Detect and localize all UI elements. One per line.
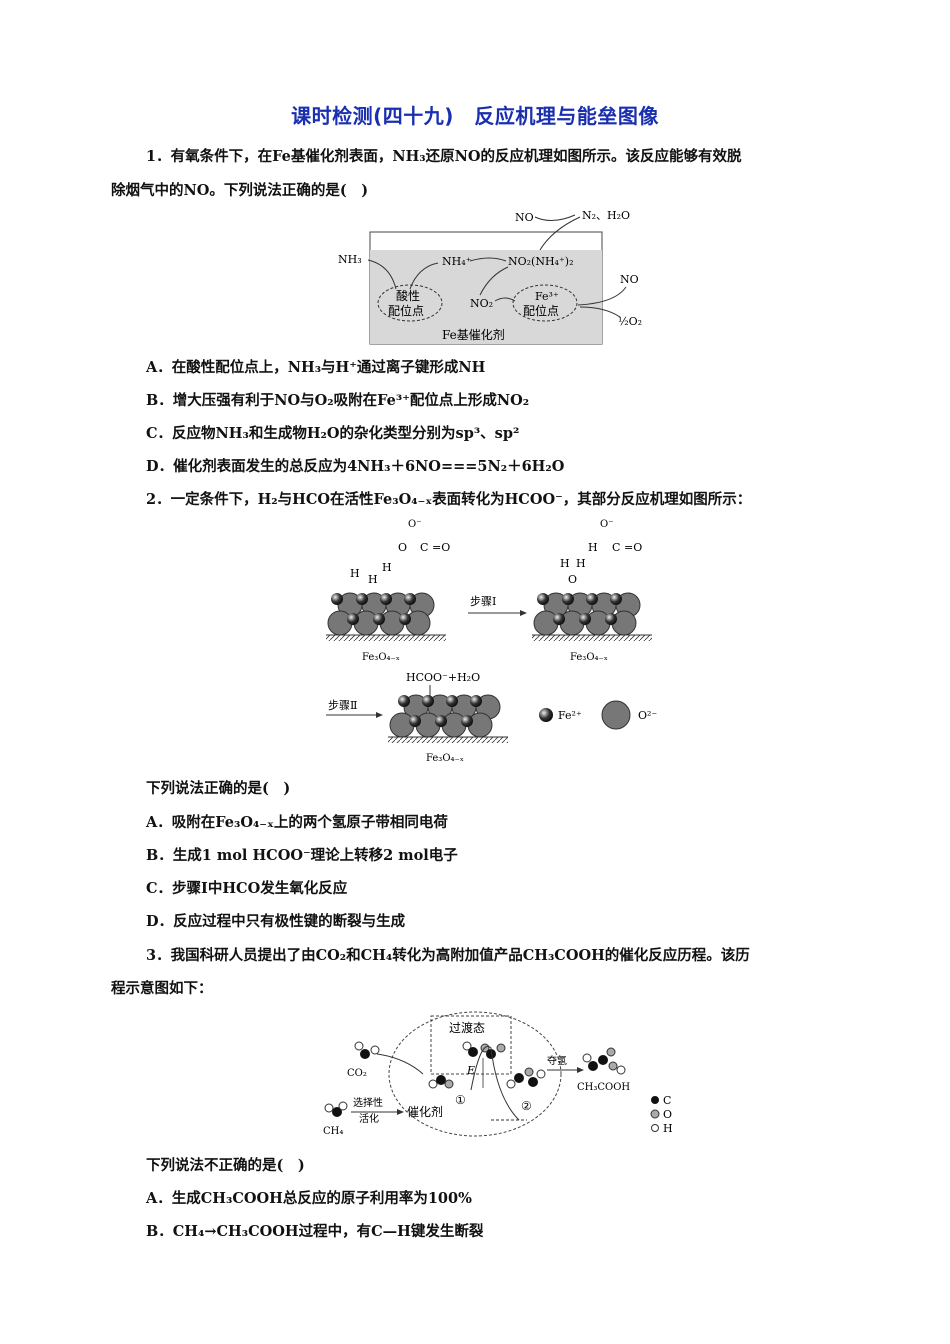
q3-select-2: 活化 bbox=[359, 1112, 379, 1125]
q3-energy-e: E bbox=[466, 1064, 475, 1077]
q3-select-1: 选择性 bbox=[353, 1096, 383, 1109]
q2-h-2a: H bbox=[560, 557, 570, 570]
q2-eqo-1: =O bbox=[432, 541, 450, 554]
q2-option-b: B．生成1 mol HCOO⁻理论上转移2 mol电子 bbox=[146, 847, 458, 864]
q3-stem-line2: 程示意图如下： bbox=[111, 980, 213, 997]
q2-c-1: C bbox=[420, 541, 428, 554]
q1-acid-site-1: 酸性 bbox=[396, 288, 420, 303]
q3-capture: 夺氢 bbox=[547, 1054, 567, 1067]
q3-ch4: CH₄ bbox=[323, 1126, 343, 1137]
q2-eqo-2: =O bbox=[624, 541, 642, 554]
q1-fe-site-2: 配位点 bbox=[523, 303, 559, 318]
q2-surface-2: Fe₃O₄₋ₓ bbox=[570, 652, 608, 663]
q2-o-2: O bbox=[568, 573, 577, 586]
q1-acid-site-2: 配位点 bbox=[388, 303, 424, 318]
q2-option-d: D．反应过程中只有极性键的断裂与生成 bbox=[146, 913, 406, 930]
q2-product: HCOO⁻+H₂O bbox=[406, 671, 480, 684]
q3-catalyst: 催化剂 bbox=[407, 1104, 443, 1119]
q3-product: CH₃COOH bbox=[577, 1082, 630, 1093]
q3-stem-line1: 3．我国科研人员提出了由CO₂和CH₄转化为高附加值产品CH₃COOH的催化反应… bbox=[146, 947, 750, 964]
q2-option-c: C．步骤Ⅰ中HCO发生氧化反应 bbox=[146, 880, 348, 897]
page-title: 课时检测(四十九) 反应机理与能垒图像 bbox=[291, 104, 659, 128]
q2-legend-o: O²⁻ bbox=[638, 709, 657, 722]
q1-nh4: NH₄⁺ bbox=[442, 255, 472, 268]
q2-option-a: A．吸附在Fe₃O₄₋ₓ上的两个氢原子带相同电荷 bbox=[146, 814, 448, 831]
q2-step2-label: 步骤Ⅱ bbox=[328, 699, 357, 712]
q1-option-c: C．反应物NH₃和生成物H₂O的杂化类型分别为sp³、sp² bbox=[146, 425, 520, 442]
q1-no2-nh4: NO₂(NH₄⁺)₂ bbox=[508, 255, 573, 268]
q3-legend-h-marker bbox=[651, 1124, 659, 1132]
q3-transition: 过渡态 bbox=[449, 1020, 485, 1035]
q2-h-1c: H bbox=[368, 573, 378, 586]
q3-step2: ② bbox=[521, 1099, 532, 1113]
q3-option-a: A．生成CH₃COOH总反应的原子利用率为100% bbox=[146, 1190, 472, 1207]
q3-legend-c-marker bbox=[651, 1096, 659, 1104]
q3-legend-o: O bbox=[663, 1108, 672, 1121]
q3-mechanism-figure: 过渡态 CO₂ CH₄ 选择性 活化 催化剂 ① E ② 夺氢 bbox=[323, 1011, 673, 1137]
q3-question: 下列说法不正确的是( ) bbox=[146, 1157, 305, 1174]
q3-legend-h: H bbox=[663, 1122, 673, 1135]
q1-option-d: D．催化剂表面发生的总反应为4NH₃＋6NO===5N₂＋6H₂O bbox=[146, 458, 565, 475]
q2-h-1b: H bbox=[350, 567, 360, 580]
q2-o-1: O bbox=[398, 541, 407, 554]
q2-h-2b: H bbox=[576, 557, 586, 570]
q1-nh3: NH₃ bbox=[338, 253, 362, 266]
q1-stem-line2: 除烟气中的NO。下列说法正确的是( ) bbox=[111, 182, 369, 199]
q1-catalyst-label: Fe基催化剂 bbox=[442, 327, 505, 342]
q2-step1-label: 步骤Ⅰ bbox=[470, 595, 496, 608]
q2-legend-fe-marker bbox=[539, 708, 553, 722]
q2-h-2top: H bbox=[588, 541, 598, 554]
q2-legend-o-marker bbox=[601, 700, 631, 730]
q2-c-2: C bbox=[612, 541, 620, 554]
q1-no-right: NO bbox=[620, 273, 639, 286]
q3-legend-o-marker bbox=[650, 1109, 660, 1119]
q1-o2-half: ½O₂ bbox=[618, 315, 642, 328]
q2-legend-fe: Fe²⁺ bbox=[558, 709, 582, 722]
q2-h-1a: H bbox=[382, 561, 392, 574]
q1-no2: NO₂ bbox=[470, 297, 493, 310]
q1-stem-line1: 1．有氧条件下，在Fe基催化剂表面，NH₃还原NO的反应机理如图所示。该反应能够… bbox=[146, 148, 742, 165]
q2-question: 下列说法正确的是( ) bbox=[146, 780, 291, 797]
q1-option-a: A．在酸性配位点上，NH₃与H⁺通过离子键形成NH bbox=[146, 359, 486, 376]
q3-legend-c: C bbox=[663, 1094, 671, 1107]
q1-no-top: NO bbox=[515, 211, 534, 224]
q3-co2: CO₂ bbox=[347, 1068, 367, 1079]
q1-fe-site-1: Fe³⁺ bbox=[535, 290, 559, 303]
q2-stem: 2．一定条件下，H₂与HCO在活性Fe₃O₄₋ₓ表面转化为HCOO⁻，其部分反应… bbox=[146, 491, 752, 508]
q2-o-minus-1: O⁻ bbox=[408, 519, 421, 530]
q2-surface-3: Fe₃O₄₋ₓ bbox=[426, 753, 464, 764]
q1-mechanism-figure: NO N₂、H₂O NH₃ NH₄⁺ NO₂(NH₄⁺)₂ 酸性 配位点 NO₂… bbox=[338, 209, 642, 345]
q2-o-minus-2: O⁻ bbox=[600, 519, 613, 530]
q3-option-b: B．CH₄→CH₃COOH过程中，有C—H键发生断裂 bbox=[146, 1223, 484, 1240]
q2-mechanism-figure: O⁻ O C =O H H H Fe₃O₄₋ₓ 步骤Ⅰ O⁻ H C =O H bbox=[326, 519, 657, 764]
q1-option-b: B．增大压强有利于NO与O₂吸附在Fe³⁺配位点上形成NO₂ bbox=[146, 392, 530, 409]
q3-step1: ① bbox=[455, 1093, 466, 1107]
q1-products: N₂、H₂O bbox=[582, 209, 630, 222]
q2-surface-1: Fe₃O₄₋ₓ bbox=[362, 652, 400, 663]
